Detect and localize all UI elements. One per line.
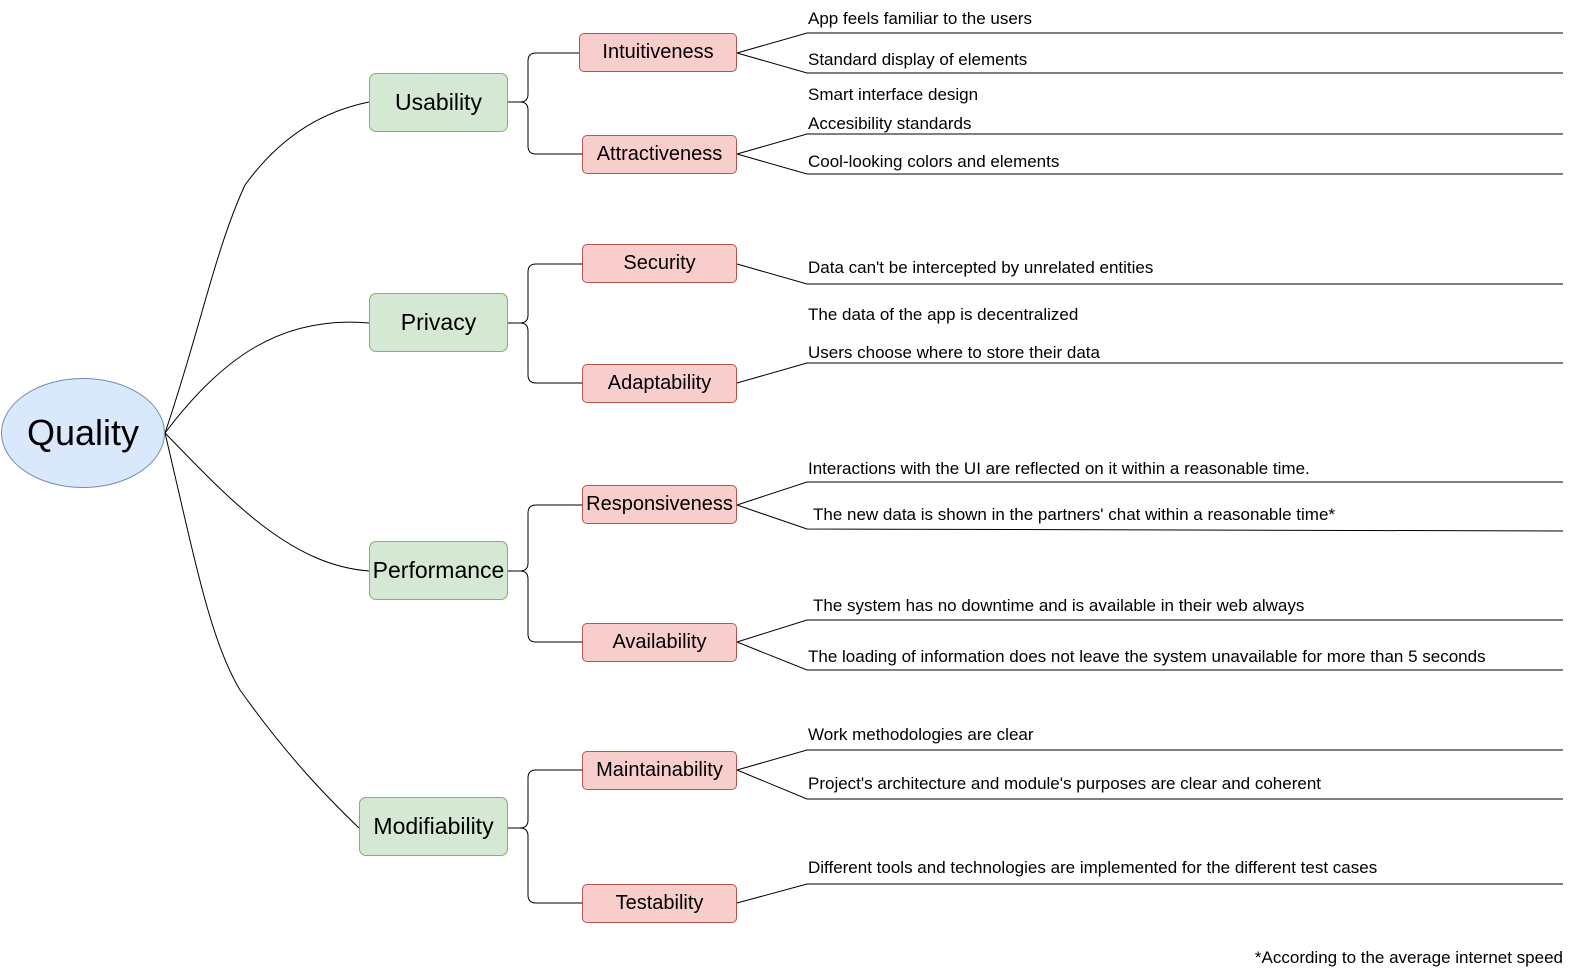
edge-security-leaf (736, 263, 1563, 285)
edge-testability-leaf (736, 883, 1563, 904)
subcategory-node-testability[interactable]: Testability (582, 884, 737, 923)
edge-performance-responsiveness (508, 504, 582, 572)
edge-responsiveness-leaf-1 (736, 481, 1563, 506)
leaf-text: Interactions with the UI are reflected o… (808, 459, 1310, 478)
edge-attractiveness-leaf-1 (736, 133, 1563, 155)
edge-quality-usability (164, 101, 370, 434)
edge-quality-modifiability (164, 432, 360, 829)
subcategory-node-security[interactable]: Security (582, 244, 737, 283)
leaf-text: Different tools and technologies are imp… (808, 858, 1378, 877)
leaf-text: Project's architecture and module's purp… (808, 774, 1321, 793)
edge-privacy-adaptability (508, 322, 582, 384)
subcategory-node-availability[interactable]: Availability (582, 623, 737, 662)
leaf-text: App feels familiar to the users (808, 9, 1032, 28)
subcategory-node-attractiveness[interactable]: Attractiveness (582, 135, 737, 174)
footnote: *According to the average internet speed (1254, 948, 1563, 967)
leaf-text: The system has no downtime and is availa… (813, 596, 1305, 615)
root-node-quality[interactable]: Quality (1, 378, 165, 488)
leaf-text: Smart interface design (808, 85, 979, 104)
edge-intuitiveness-leaf-1 (736, 32, 1563, 54)
leaf-text: Users choose where to store their data (808, 343, 1100, 362)
edge-modifiability-maintainability (508, 769, 582, 829)
leaf-text: Data can't be intercepted by unrelated e… (808, 258, 1154, 277)
edge-availability-leaf-2 (736, 641, 1563, 671)
edge-quality-performance (164, 432, 370, 572)
edge-attractiveness-leaf-2 (736, 153, 1563, 175)
subcategory-node-intuitiveness[interactable]: Intuitiveness (579, 33, 737, 72)
edge-adaptability-leaf (736, 362, 1563, 384)
leaf-text: The new data is shown in the partners' c… (813, 505, 1336, 524)
subcategory-node-maintainability[interactable]: Maintainability (582, 751, 737, 790)
edge-performance-availability (508, 570, 582, 643)
leaf-text: Cool-looking colors and elements (808, 152, 1060, 171)
edge-usability-intuitiveness (508, 52, 579, 103)
edge-usability-attractiveness (508, 101, 582, 155)
subcategory-node-responsiveness[interactable]: Responsiveness (582, 485, 737, 524)
edge-maintainability-leaf-1 (736, 749, 1563, 771)
subcategory-node-adaptability[interactable]: Adaptability (582, 364, 737, 403)
leaf-text: Accesibility standards (808, 114, 972, 133)
edge-maintainability-leaf-2 (736, 769, 1563, 800)
edge-privacy-security (508, 263, 582, 324)
edge-availability-leaf-1 (736, 619, 1563, 643)
category-node-usability[interactable]: Usability (369, 73, 508, 132)
leaf-text: The data of the app is decentralized (808, 305, 1079, 324)
leaf-text: Standard display of elements (808, 50, 1028, 69)
edge-modifiability-testability (508, 827, 582, 904)
edge-responsiveness-leaf-2 (736, 504, 1564, 532)
category-node-privacy[interactable]: Privacy (369, 293, 508, 352)
leaf-text: Work methodologies are clear (808, 725, 1034, 744)
category-node-performance[interactable]: Performance (369, 541, 508, 600)
edge-quality-privacy (164, 321, 370, 434)
leaf-text: The loading of information does not leav… (808, 647, 1486, 666)
edge-intuitiveness-leaf-2 (736, 52, 1563, 74)
category-node-modifiability[interactable]: Modifiability (359, 797, 508, 856)
